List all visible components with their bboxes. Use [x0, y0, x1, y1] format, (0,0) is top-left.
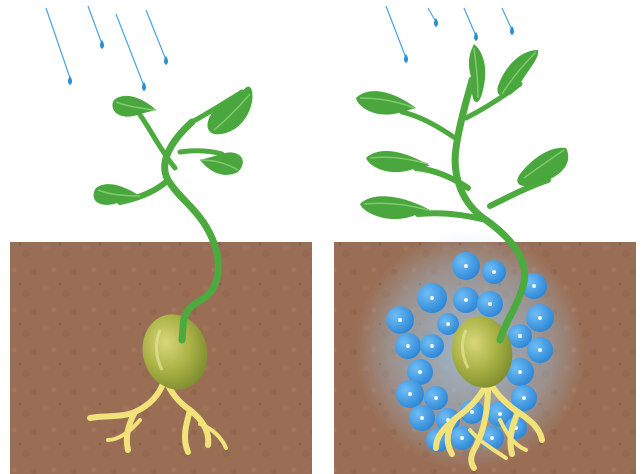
rain-left: [46, 6, 168, 91]
left-panel: [10, 6, 312, 474]
rain-right: [386, 6, 514, 63]
right-panel: [334, 6, 636, 474]
raindrop-icon: [68, 76, 72, 85]
